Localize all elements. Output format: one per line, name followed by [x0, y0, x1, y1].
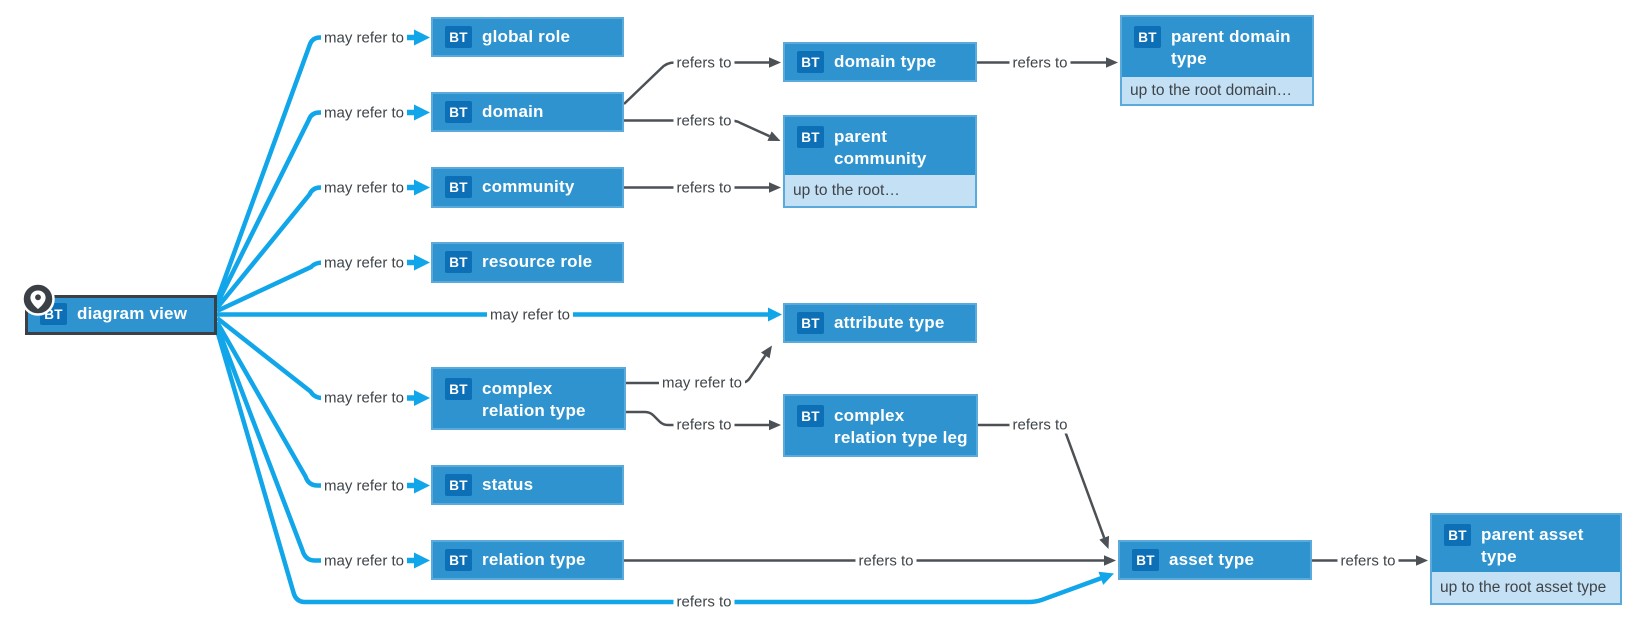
bt-type-badge: BT — [445, 251, 472, 273]
bt-type-badge: BT — [1132, 549, 1159, 571]
arrowhead-icon — [404, 29, 430, 46]
node-label: parent community — [834, 127, 927, 168]
arrowhead-icon — [404, 179, 430, 196]
node-community[interactable]: BT community — [431, 167, 624, 208]
node-label: attribute type — [834, 313, 945, 332]
bt-type-badge: BT — [797, 312, 824, 334]
node-status[interactable]: BT status — [431, 465, 624, 505]
node-label: global role — [482, 27, 571, 46]
node-label: parent domain type — [1171, 27, 1291, 68]
edge-diagram-view--status — [215, 320, 402, 488]
node-domain-type[interactable]: BT domain type — [783, 42, 977, 82]
arrowhead-icon — [404, 552, 430, 569]
arrowhead-icon — [404, 104, 430, 121]
edge-diagram-view--complex-relation-type — [215, 316, 402, 401]
bt-type-badge: BT — [445, 176, 472, 198]
arrowhead-icon — [404, 477, 430, 494]
arrowhead-icon — [1416, 555, 1428, 566]
arrowhead-icon — [404, 390, 430, 406]
bt-type-badge: BT — [445, 101, 472, 123]
node-asset-type[interactable]: BT asset type — [1118, 540, 1312, 580]
bt-type-badge: BT — [445, 549, 472, 571]
node-label: complex relation type — [482, 379, 586, 420]
node-label: relation type — [482, 550, 586, 569]
node-label: domain type — [834, 52, 937, 71]
node-subnote: up to the root domain… — [1122, 77, 1312, 104]
edge-diagram-view--domain — [214, 110, 402, 306]
node-resource-role[interactable]: BT resource role — [431, 242, 624, 283]
node-label: complex relation type leg — [834, 406, 968, 447]
edge-complex-relation-type-leg--asset-type — [977, 423, 1106, 539]
arrowhead-icon — [404, 254, 430, 271]
arrowhead-icon — [760, 345, 772, 359]
bt-type-badge: BT — [797, 51, 824, 73]
bt-type-badge: BT — [445, 474, 472, 496]
node-label: domain — [482, 102, 544, 121]
edge-diagram-view--global-role — [214, 35, 402, 301]
edge-complex-relation-type--complex-relation-type-leg — [626, 410, 769, 427]
node-complex-relation-type[interactable]: BT complex relation type — [431, 367, 626, 430]
arrowhead-icon — [769, 57, 781, 68]
bt-type-badge: BT — [445, 378, 472, 400]
node-parent-domain-type[interactable]: BT parent domain type up to the root domai… — [1120, 15, 1314, 106]
bt-type-badge: BT — [1134, 26, 1161, 48]
arrowhead-icon — [769, 419, 781, 431]
arrowhead-icon — [1098, 571, 1114, 585]
arrowhead-icon — [769, 182, 781, 193]
node-label: parent asset type — [1481, 525, 1584, 566]
arrowhead-icon — [768, 307, 782, 322]
arrowhead-icon — [1099, 535, 1110, 549]
edge-diagram-view--resource-role — [216, 260, 402, 314]
edge-diagram-view--community — [215, 185, 402, 310]
bt-type-badge: BT — [1444, 524, 1471, 546]
pin-icon — [21, 282, 55, 316]
node-parent-community[interactable]: BT parent community up to the root… — [783, 115, 977, 208]
node-relation-type[interactable]: BT relation type — [431, 540, 624, 580]
edge-complex-relation-type--attribute-type — [626, 354, 767, 385]
edge-domain--parent-community — [624, 119, 771, 138]
edge-domain--domain-type — [623, 61, 769, 105]
bt-type-badge: BT — [797, 405, 824, 427]
node-label: status — [482, 475, 534, 494]
node-label: resource role — [482, 252, 593, 271]
node-label: asset type — [1169, 550, 1255, 569]
bt-type-badge: BT — [445, 26, 472, 48]
node-global-role[interactable]: BT global role — [431, 17, 624, 57]
node-label: community — [482, 177, 575, 196]
node-complex-relation-type-leg[interactable]: BT complex relation type leg — [783, 394, 978, 457]
edge-diagram-view--relation-type — [214, 325, 402, 563]
node-attribute-type[interactable]: BT attribute type — [783, 303, 977, 343]
arrowhead-icon — [1106, 57, 1118, 68]
arrowhead-icon — [767, 131, 781, 141]
bt-type-badge: BT — [797, 126, 824, 148]
edge-diagram-view--asset-type — [214, 329, 1102, 605]
node-subnote: up to the root asset type — [1432, 572, 1620, 603]
node-label: diagram view — [77, 304, 188, 323]
arrowhead-icon — [1104, 555, 1116, 566]
node-subnote: up to the root… — [785, 175, 975, 206]
node-domain[interactable]: BT domain — [431, 92, 624, 132]
node-parent-asset-type[interactable]: BT parent asset type up to the root asset … — [1430, 513, 1622, 605]
